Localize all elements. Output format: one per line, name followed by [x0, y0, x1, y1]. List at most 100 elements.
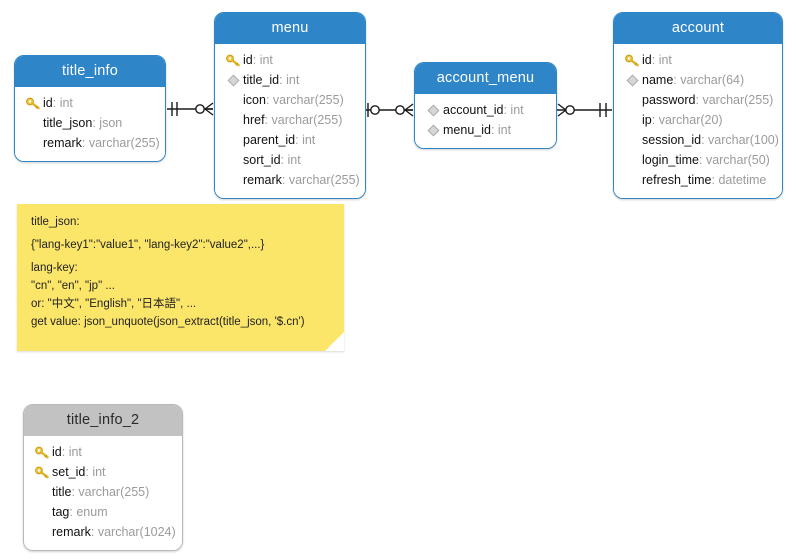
blank-icon — [223, 152, 243, 168]
field-row[interactable]: id: int — [24, 442, 182, 462]
field-type: : — [490, 123, 498, 137]
field-type: : — [90, 525, 98, 539]
field-type-value: varchar(255) — [88, 136, 160, 150]
field-row[interactable]: title_id: int — [215, 70, 365, 90]
field-type: : — [61, 445, 69, 459]
note-title_json[interactable]: title_json: {"lang-key1":"value1", "lang… — [17, 204, 344, 351]
field-name: account_id — [443, 103, 504, 117]
field-type: : — [281, 173, 289, 187]
blank-icon — [622, 92, 642, 108]
field-row[interactable]: remark: varchar(1024) — [24, 522, 182, 542]
foreign-key-icon — [423, 102, 443, 118]
field-type-value: json — [99, 116, 123, 130]
field-type-value: varchar(255) — [702, 93, 774, 107]
field-name: icon — [243, 93, 266, 107]
field-type: : — [81, 136, 89, 150]
field-row[interactable]: id: int — [215, 50, 365, 70]
field-row[interactable]: id: int — [614, 50, 782, 70]
field-row[interactable]: session_id: varchar(100) — [614, 130, 782, 150]
blank-icon — [223, 92, 243, 108]
field-type-value: int — [92, 465, 106, 479]
entity-fields-account_menu: account_id: int menu_id: int — [415, 94, 556, 148]
field-row[interactable]: set_id: int — [24, 462, 182, 482]
field-name: id — [243, 53, 253, 67]
field-type: : — [279, 73, 287, 87]
field-name: set_id — [52, 465, 86, 479]
field-type: : — [265, 93, 273, 107]
field-type-value: int — [287, 153, 301, 167]
field-row[interactable]: ip: varchar(20) — [614, 110, 782, 130]
field-name: menu_id — [443, 123, 491, 137]
note-line: {"lang-key1":"value1", "lang-key2":"valu… — [31, 239, 265, 252]
field-row[interactable]: parent_id: int — [215, 130, 365, 150]
blank-icon — [23, 115, 43, 131]
field-name: name — [642, 73, 674, 87]
note-line: "cn", "en", "jp" ... — [31, 280, 115, 293]
field-row[interactable]: href: varchar(255) — [215, 110, 365, 130]
field-row[interactable]: password: varchar(255) — [614, 90, 782, 110]
field-row[interactable]: title: varchar(255) — [24, 482, 182, 502]
entity-title-account_menu: account_menu — [415, 63, 556, 94]
field-row[interactable]: remark: varchar(255) — [215, 170, 365, 190]
field-name: refresh_time — [642, 173, 712, 187]
field-row[interactable]: title_json: json — [15, 113, 165, 133]
note-line: get value: json_unquote(json_extract(tit… — [31, 316, 305, 329]
field-name: remark — [243, 173, 282, 187]
field-row[interactable]: name: varchar(64) — [614, 70, 782, 90]
field-type-value: varchar(255) — [78, 485, 150, 499]
blank-icon — [23, 135, 43, 151]
field-name: tag — [52, 505, 70, 519]
field-type: : — [280, 153, 288, 167]
field-type-value: varchar(255) — [288, 173, 360, 187]
field-type-value: varchar(255) — [272, 93, 344, 107]
entity-account[interactable]: account id: int name: varchar(64) — [613, 12, 783, 199]
field-row[interactable]: icon: varchar(255) — [215, 90, 365, 110]
field-row[interactable]: account_id: int — [415, 100, 556, 120]
blank-icon — [223, 172, 243, 188]
field-name: sort_id — [243, 153, 281, 167]
field-name: title_json — [43, 116, 93, 130]
field-row[interactable]: id: int — [15, 93, 165, 113]
field-row[interactable]: sort_id: int — [215, 150, 365, 170]
blank-icon — [622, 172, 642, 188]
entity-fields-account: id: int name: varchar(64) password: varc… — [614, 44, 782, 198]
field-row[interactable]: login_time: varchar(50) — [614, 150, 782, 170]
blank-icon — [223, 132, 243, 148]
primary-key-icon — [32, 444, 52, 460]
field-name: login_time — [642, 153, 699, 167]
field-type: : — [695, 93, 703, 107]
field-row[interactable]: menu_id: int — [415, 120, 556, 140]
field-type-value: int — [497, 123, 512, 137]
entity-title-account: account — [614, 13, 782, 44]
field-type-value: varchar(1024) — [97, 525, 176, 539]
field-type: : — [252, 53, 260, 67]
field-row[interactable]: remark: varchar(255) — [15, 133, 165, 153]
entity-title_info_2[interactable]: title_info_2 id: int — [23, 404, 183, 551]
field-type: : — [651, 113, 659, 127]
field-name: title_id — [243, 73, 280, 87]
entity-title_info[interactable]: title_info id: int title_json: json rema… — [14, 55, 166, 162]
field-name: remark — [43, 136, 82, 150]
primary-key-icon — [32, 464, 52, 480]
field-type: : — [711, 173, 719, 187]
field-name: parent_id — [243, 133, 296, 147]
field-type: : — [71, 485, 79, 499]
field-type: : — [69, 505, 77, 519]
entity-account_menu[interactable]: account_menu account_id: int menu_id: in… — [414, 62, 557, 149]
primary-key-icon — [223, 52, 243, 68]
blank-icon — [622, 132, 642, 148]
field-name: session_id — [642, 133, 702, 147]
field-type-value: int — [302, 133, 316, 147]
field-row[interactable]: tag: enum — [24, 502, 182, 522]
field-type-value: varchar(64) — [680, 73, 745, 87]
entity-fields-title_info: id: int title_json: json remark: varchar… — [15, 87, 165, 161]
field-type: : — [52, 96, 60, 110]
field-type-value: int — [510, 103, 524, 117]
field-row[interactable]: refresh_time: datetime — [614, 170, 782, 190]
note-line: title_json: — [31, 216, 80, 228]
primary-key-icon — [622, 52, 642, 68]
entity-title-title_info_2: title_info_2 — [24, 405, 182, 436]
field-type-value: enum — [76, 505, 108, 519]
field-name: id — [642, 53, 652, 67]
entity-menu[interactable]: menu id: int title_id: int — [214, 12, 366, 199]
